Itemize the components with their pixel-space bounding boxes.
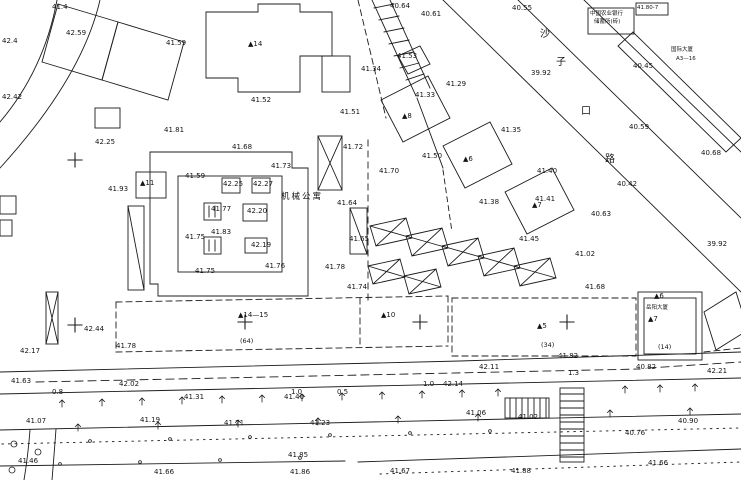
road-furniture-group (8, 383, 698, 474)
crosswalk-hatch-group (504, 387, 585, 463)
dashed-parcels-group (115, 295, 741, 357)
hatched-buildings-group (317, 135, 557, 295)
buildings-group (0, 2, 741, 361)
grid-cross-marks (67, 152, 575, 333)
railway-hatch-band (371, 0, 431, 97)
